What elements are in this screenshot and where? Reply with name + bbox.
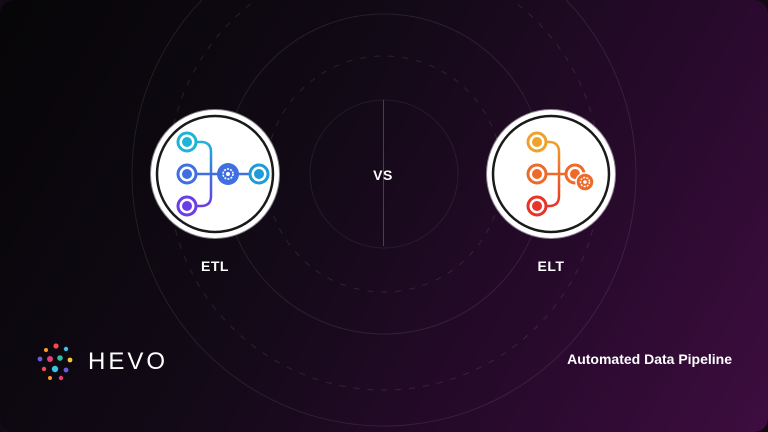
center-divider [383, 100, 384, 246]
elt-label: ELT [537, 258, 565, 274]
hevo-logo[interactable]: HEVO [36, 342, 168, 382]
elt-pipeline-icon [486, 109, 616, 239]
etl-label: ETL [201, 258, 229, 274]
hevo-dots-logo [37, 343, 73, 381]
elt-badge [485, 108, 617, 240]
vs-label: VS [373, 167, 393, 183]
tagline: Automated Data Pipeline [567, 351, 732, 367]
etl-pipeline-icon [150, 109, 280, 239]
etl-badge [149, 108, 281, 240]
brand-name: HEVO [88, 348, 169, 375]
